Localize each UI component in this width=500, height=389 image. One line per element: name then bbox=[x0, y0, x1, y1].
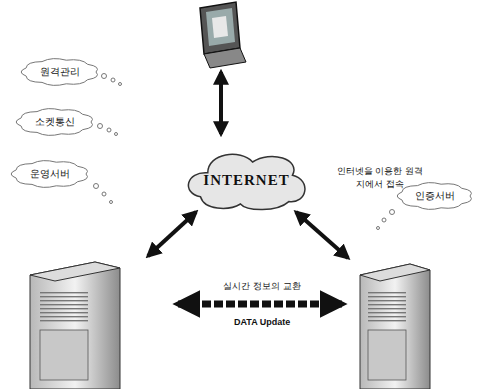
server-tower bbox=[360, 264, 430, 389]
server-tower bbox=[30, 262, 120, 389]
thought-bubble: 소켓통신 bbox=[16, 107, 94, 137]
user-computer bbox=[200, 2, 246, 68]
note-label: 인터넷을 이용한 원격지에서 접속 bbox=[336, 165, 424, 191]
thought-bubble: 운영서버 bbox=[11, 159, 89, 189]
bubble-text: 소켓통신 bbox=[35, 115, 75, 129]
note-label: DATA Update bbox=[232, 317, 292, 327]
double-arrow bbox=[148, 212, 196, 256]
bubble-text: 인증서버 bbox=[415, 189, 455, 203]
cloud-label: INTERNET bbox=[203, 172, 289, 189]
internet-cloud: INTERNET bbox=[186, 150, 307, 210]
bubble-text: 원격관리 bbox=[40, 65, 80, 79]
thought-bubble: 인증서버 bbox=[397, 181, 473, 211]
double-arrow bbox=[219, 72, 223, 134]
bubble-trail bbox=[94, 74, 395, 230]
bubble-text: 운영서버 bbox=[30, 167, 70, 181]
thought-bubble: 원격관리 bbox=[21, 57, 99, 87]
sync-arrow bbox=[178, 301, 342, 308]
note-label: 실시간 정보의 교환 bbox=[192, 280, 332, 293]
double-arrow bbox=[296, 212, 348, 258]
